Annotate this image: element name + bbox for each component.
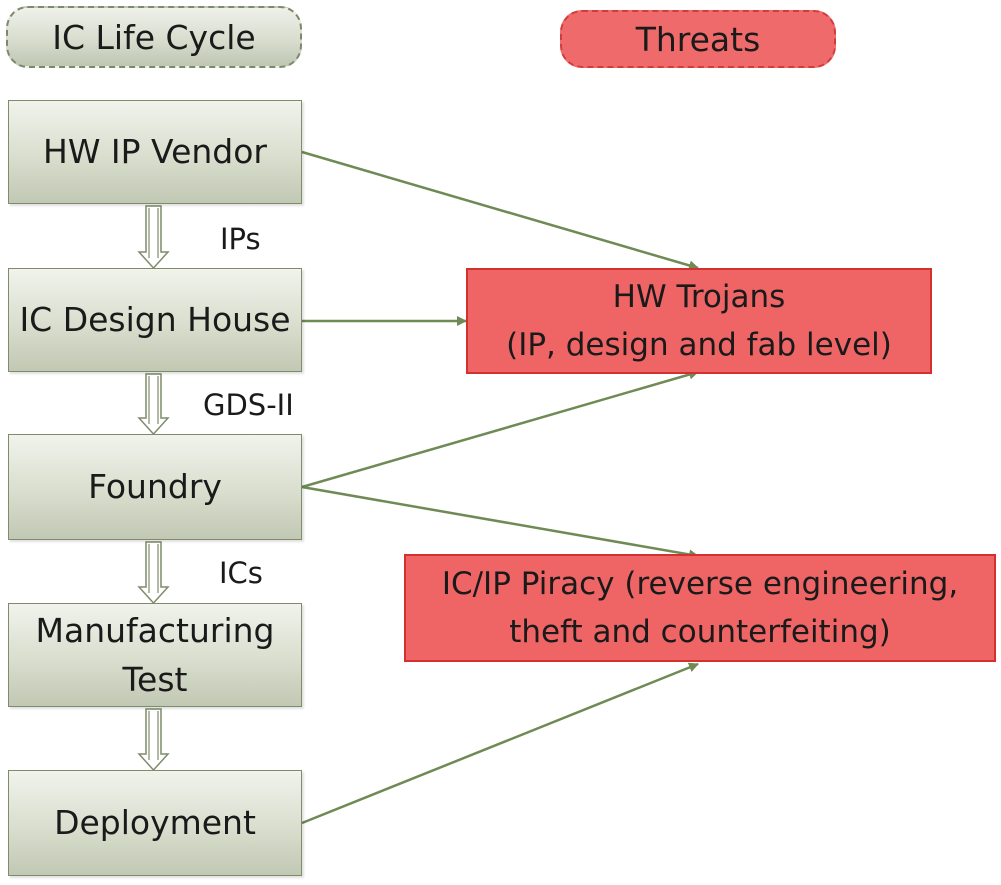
legend-lifecycle-label: IC Life Cycle bbox=[52, 17, 256, 57]
connector-foundry-piracy bbox=[301, 485, 699, 560]
connector-foundry-trojans bbox=[301, 369, 699, 489]
stage-deployment-label: Deployment bbox=[54, 803, 256, 843]
legend-threats: Threats bbox=[560, 10, 836, 68]
stage-manufacturing-label-line1: Manufacturing bbox=[35, 610, 275, 650]
threat-hw-trojans: HW Trojans (IP, design and fab level) bbox=[466, 268, 932, 374]
flow-arrow-ics bbox=[137, 541, 170, 605]
stage-manufacturing-test: Manufacturing Test bbox=[8, 603, 302, 707]
flow-arrow-test bbox=[137, 708, 170, 772]
stage-deployment: Deployment bbox=[8, 770, 302, 876]
threat-trojans-line2: (IP, design and fab level) bbox=[506, 327, 892, 363]
flow-label-gds: GDS-II bbox=[203, 388, 294, 422]
connector-vendor-trojans bbox=[301, 150, 699, 271]
flow-arrow-gds bbox=[137, 373, 170, 436]
stage-foundry: Foundry bbox=[8, 434, 302, 540]
stage-hw-ip-vendor: HW IP Vendor bbox=[8, 100, 302, 204]
flow-label-ics: ICs bbox=[219, 556, 263, 590]
stage-manufacturing-label-line2: Test bbox=[122, 660, 188, 699]
flow-arrow-ips bbox=[137, 205, 170, 270]
legend-threats-label: Threats bbox=[635, 19, 761, 59]
flow-label-ips: IPs bbox=[220, 222, 261, 256]
connector-deployment-piracy bbox=[301, 662, 699, 825]
stage-foundry-label: Foundry bbox=[88, 467, 222, 507]
threat-trojans-line1: HW Trojans bbox=[612, 278, 786, 315]
threat-piracy-line1: IC/IP Piracy (reverse engineering, bbox=[441, 565, 959, 602]
stage-hw-ip-vendor-label: HW IP Vendor bbox=[43, 132, 267, 172]
threat-ic-ip-piracy: IC/IP Piracy (reverse engineering, theft… bbox=[404, 554, 996, 662]
stage-ic-design-house: IC Design House bbox=[8, 268, 302, 372]
threat-piracy-line2: theft and counterfeiting) bbox=[509, 614, 891, 650]
stage-ic-design-house-label: IC Design House bbox=[19, 300, 291, 340]
legend-lifecycle: IC Life Cycle bbox=[6, 6, 302, 68]
